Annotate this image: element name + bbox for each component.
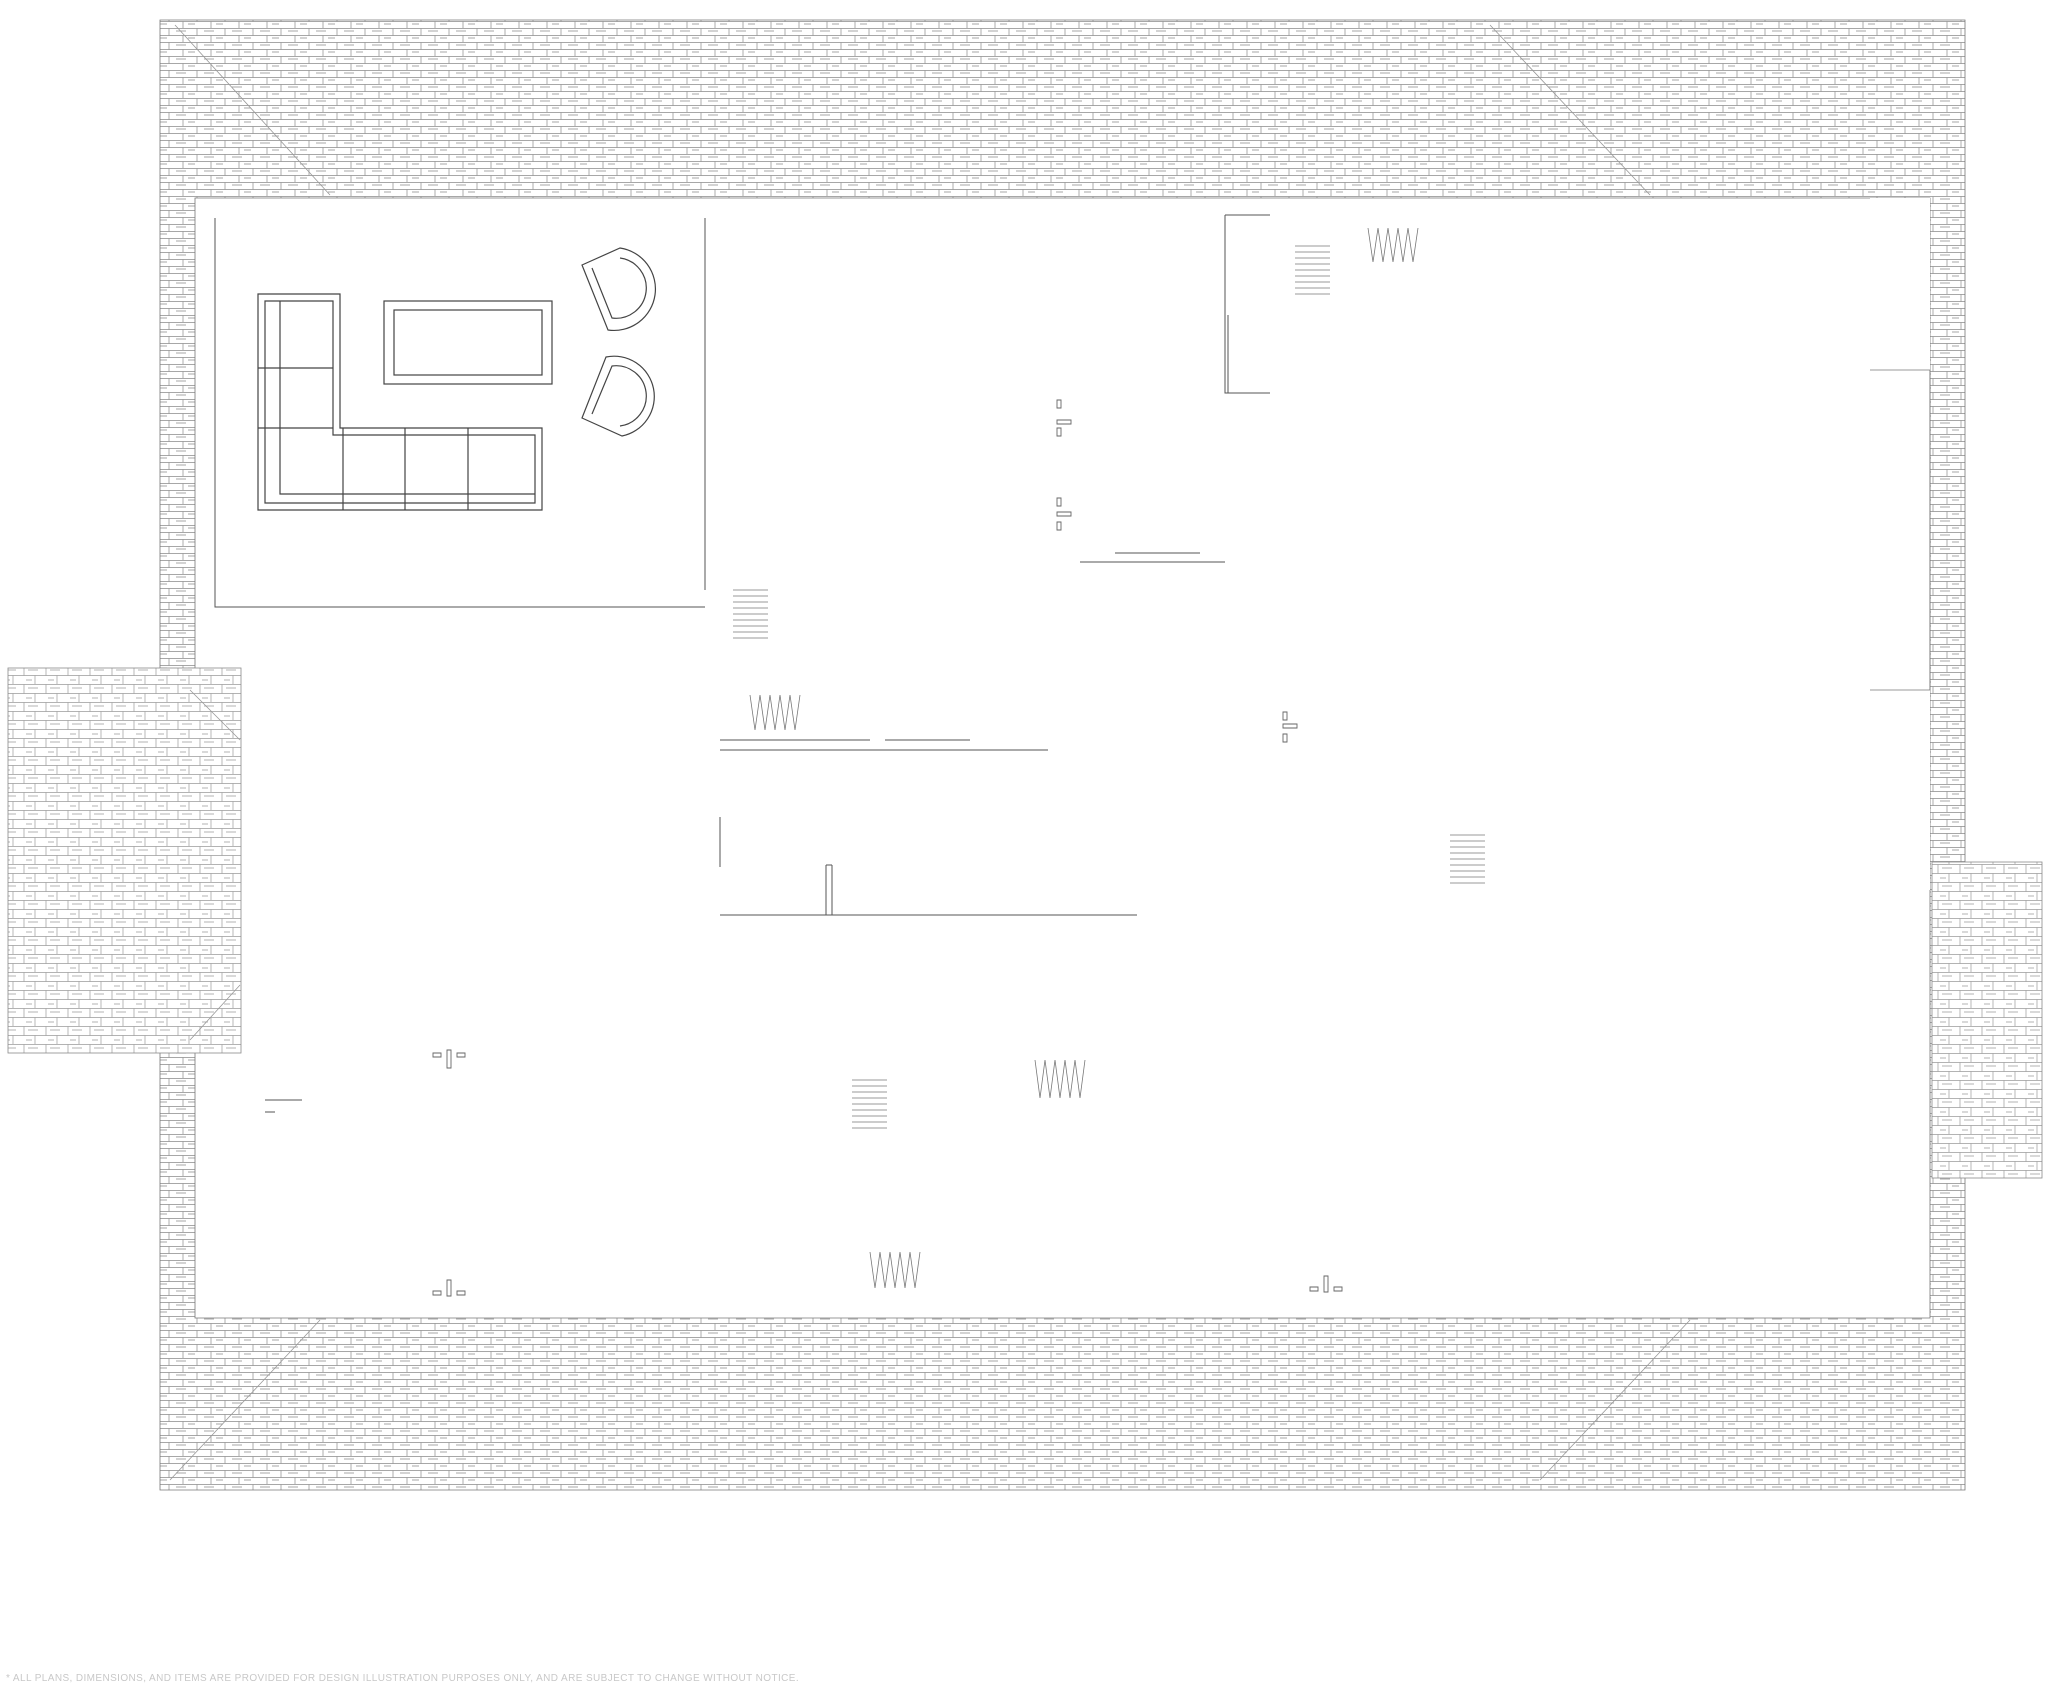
- armchair: [581, 355, 655, 437]
- armchair: [581, 247, 656, 332]
- planter: [733, 227, 1485, 1289]
- coffee-table: [383, 300, 553, 385]
- sectional-sofa: [257, 293, 543, 511]
- plan-disclaimer: * ALL PLANS, DIMENSIONS, AND ITEMS ARE P…: [6, 1673, 800, 1684]
- light-fixture: [432, 399, 1343, 1297]
- partition-wall: [265, 214, 1270, 1113]
- paver-border: [7, 19, 2043, 1491]
- lounge-area-rug: [214, 218, 706, 608]
